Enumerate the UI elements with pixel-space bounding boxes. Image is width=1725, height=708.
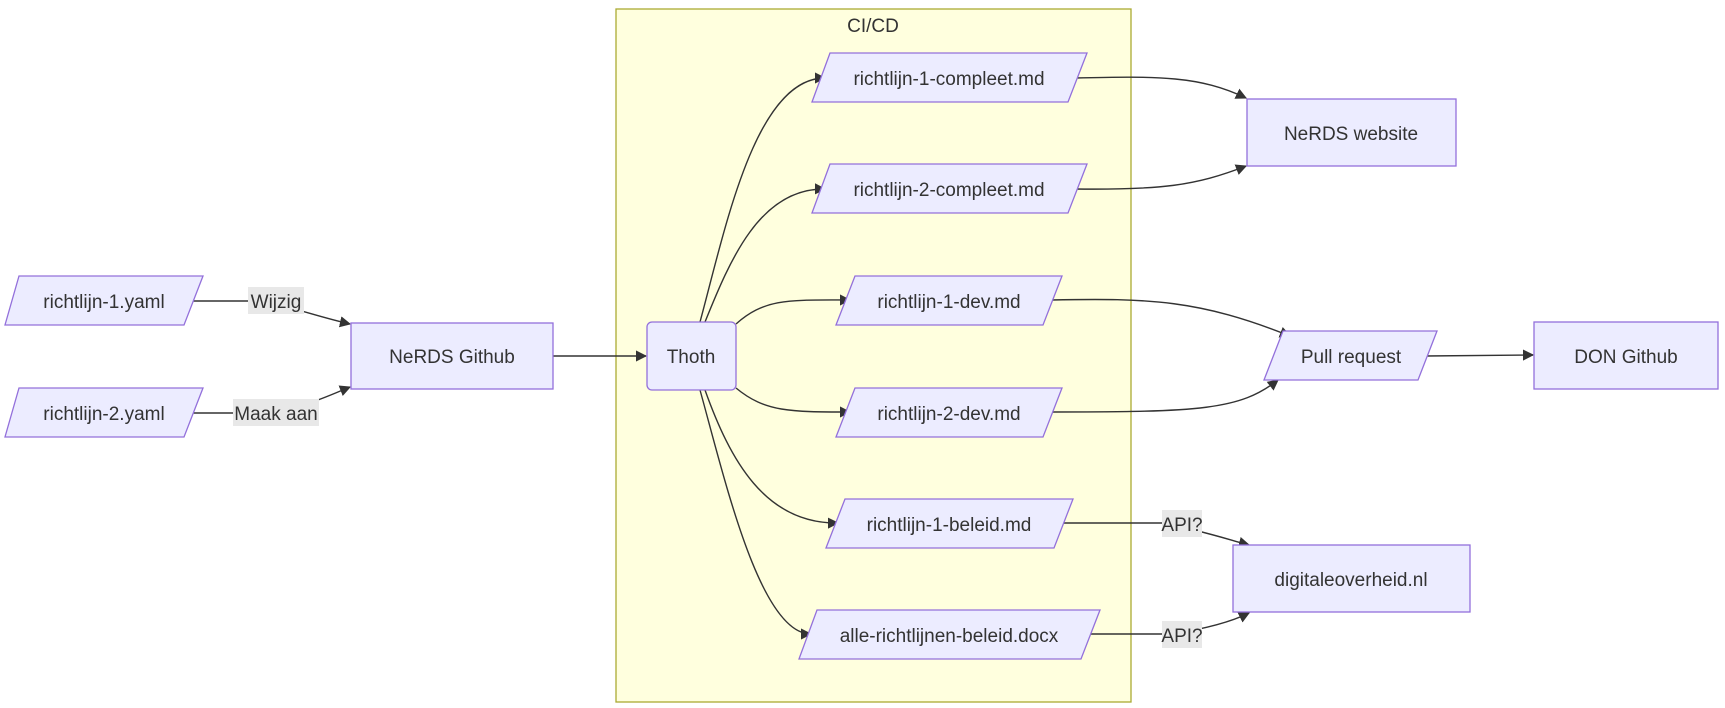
node-richtlijn-2-yaml: richtlijn-2.yaml: [4, 387, 204, 438]
svg-text:Pull request: Pull request: [1301, 347, 1402, 368]
node-don-github: DON Github: [1533, 321, 1719, 390]
svg-text:richtlijn-1.yaml: richtlijn-1.yaml: [43, 292, 164, 313]
node-thoth: Thoth: [646, 321, 737, 391]
node-nerds-github: NeRDS Github: [350, 322, 554, 390]
edge-label-maak-aan: Maak aan: [233, 399, 319, 426]
edge-md1-dev-pull-request: [1050, 298, 1292, 338]
svg-text:richtlijn-1-compleet.md: richtlijn-1-compleet.md: [853, 69, 1044, 90]
svg-text:Wijzig: Wijzig: [251, 292, 302, 313]
node-richtlijn-2-compleet-md: richtlijn-2-compleet.md: [811, 163, 1088, 214]
edge-pull-request-don-github: [1424, 349, 1535, 361]
edge-thoth-md1-beleid: [704, 389, 840, 529]
edge-thoth-md2-dev: [735, 387, 852, 418]
svg-text:richtlijn-1-beleid.md: richtlijn-1-beleid.md: [867, 515, 1032, 536]
svg-text:digitaleoverheid.nl: digitaleoverheid.nl: [1274, 570, 1427, 591]
node-pull-request: Pull request: [1263, 330, 1438, 381]
edge-thoth-md1-dev: [735, 294, 852, 325]
edge-thoth-md1-compleet: [699, 72, 827, 323]
node-richtlijn-1-yaml: richtlijn-1.yaml: [4, 275, 204, 326]
svg-text:richtlijn-2-dev.md: richtlijn-2-dev.md: [877, 404, 1020, 425]
edge-label-wijzig: Wijzig: [248, 287, 304, 314]
edge-md2-compleet-website: [1074, 164, 1248, 190]
node-alle-richtlijnen-beleid-docx: alle-richtlijnen-beleid.docx: [798, 609, 1101, 660]
node-richtlijn-1-dev-md: richtlijn-1-dev.md: [835, 275, 1063, 326]
cluster-title: CI/CD: [847, 16, 899, 37]
edge-label-api-2: API?: [1161, 621, 1203, 648]
svg-text:richtlijn-2.yaml: richtlijn-2.yaml: [43, 404, 164, 425]
edge-label-api-1: API?: [1161, 510, 1203, 537]
edge-thoth-md2-compleet: [704, 183, 827, 323]
svg-text:richtlijn-1-dev.md: richtlijn-1-dev.md: [877, 292, 1020, 313]
svg-text:API?: API?: [1161, 626, 1202, 647]
svg-text:Thoth: Thoth: [667, 347, 716, 368]
svg-text:Maak aan: Maak aan: [234, 404, 317, 425]
edge-md1-compleet-website: [1074, 76, 1248, 99]
svg-text:richtlijn-2-compleet.md: richtlijn-2-compleet.md: [853, 180, 1044, 201]
svg-text:API?: API?: [1161, 515, 1202, 536]
edge-thoth-docx-beleid: [699, 389, 813, 640]
svg-text:DON Github: DON Github: [1574, 347, 1677, 368]
node-nerds-website: NeRDS website: [1246, 98, 1457, 167]
node-richtlijn-1-beleid-md: richtlijn-1-beleid.md: [825, 498, 1074, 549]
svg-text:alle-richtlijnen-beleid.docx: alle-richtlijnen-beleid.docx: [840, 626, 1059, 647]
svg-text:NeRDS website: NeRDS website: [1284, 124, 1418, 145]
node-richtlijn-2-dev-md: richtlijn-2-dev.md: [835, 387, 1063, 438]
edge-md2-dev-pull-request: [1050, 379, 1279, 413]
svg-text:NeRDS Github: NeRDS Github: [389, 347, 515, 368]
node-richtlijn-1-compleet-md: richtlijn-1-compleet.md: [811, 52, 1088, 103]
edges: [190, 72, 1535, 640]
node-digitaleoverheid-nl: digitaleoverheid.nl: [1232, 544, 1471, 613]
